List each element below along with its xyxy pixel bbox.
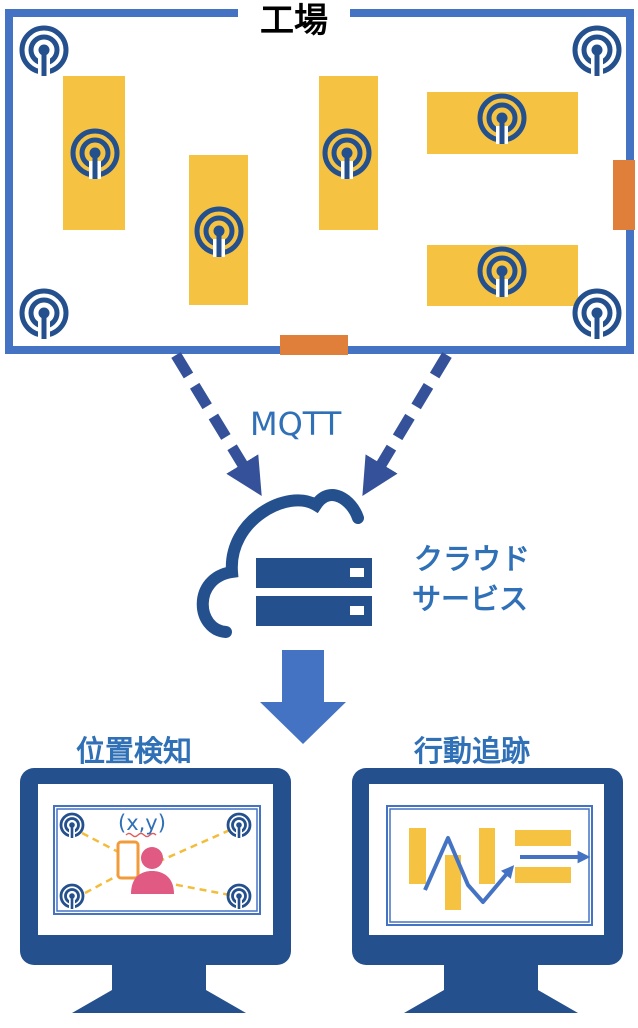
movement-path bbox=[423, 836, 591, 904]
cloud-label-line1: クラウド bbox=[414, 542, 531, 576]
cloud-label-line2: サービス bbox=[412, 582, 529, 616]
mqtt-arrows bbox=[171, 352, 452, 497]
dashed-arrow-right bbox=[362, 352, 452, 497]
beacon-icon bbox=[226, 812, 252, 840]
beacon-icon bbox=[226, 883, 252, 911]
location-monitor-title: 位置検知 bbox=[76, 734, 193, 768]
tracking-monitor-title: 行動追跡 bbox=[414, 734, 531, 768]
factory-door-right bbox=[613, 160, 635, 230]
factory-title: 工場 bbox=[238, 0, 350, 42]
mini-factory bbox=[386, 805, 593, 926]
monitor-stand bbox=[404, 950, 578, 1013]
smartphone-icon bbox=[116, 840, 140, 880]
mini-factory bbox=[53, 805, 261, 915]
cloud-server-icon bbox=[196, 489, 372, 638]
factory-door-bottom bbox=[280, 335, 348, 355]
person-icon bbox=[131, 847, 174, 894]
factory-floor bbox=[5, 9, 635, 355]
dashed-arrow-left bbox=[171, 352, 262, 496]
beacon-icon bbox=[59, 883, 85, 911]
coordinate-label: (x,y) bbox=[118, 811, 166, 835]
protocol-label: MQTT bbox=[250, 405, 342, 443]
monitor-location bbox=[20, 768, 291, 1013]
beacon-icon bbox=[59, 812, 85, 840]
monitor-stand bbox=[72, 950, 246, 1013]
down-arrow bbox=[260, 650, 346, 744]
monitor-tracking bbox=[352, 768, 623, 1013]
